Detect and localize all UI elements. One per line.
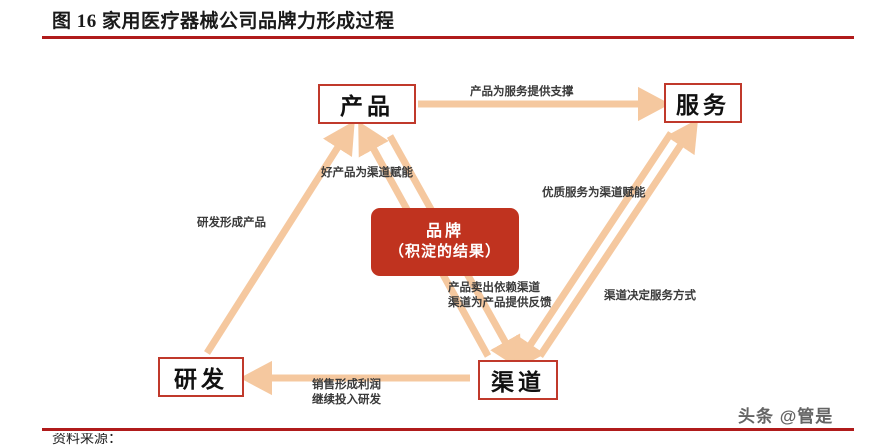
node-service[interactable]: 服务	[664, 83, 742, 123]
footer-source-text: 资料来源：	[52, 433, 122, 446]
node-channel-label: 渠道	[491, 370, 545, 395]
edge-label-channel-to-rd: 销售形成利润 继续投入研发	[312, 378, 381, 408]
node-product[interactable]: 产品	[318, 84, 416, 124]
edge-label-rd-to-product: 研发形成产品	[197, 217, 266, 229]
arrow-rd-to-product	[204, 120, 355, 355]
node-brand[interactable]: 品牌 （积淀的结果）	[371, 208, 519, 276]
arrow-channel-to-service	[537, 118, 699, 358]
edge-label-channel-to-service: 渠道决定服务方式	[604, 290, 696, 302]
edge-label-product-to-service: 产品为服务提供支撑	[470, 86, 574, 98]
node-channel[interactable]: 渠道	[478, 360, 558, 400]
footer-source-clipped: 资料来源：	[52, 433, 612, 446]
edge-label-channel-product-line2: 渠道为产品提供反馈	[448, 297, 552, 309]
edge-label-product-to-channel: 好产品为渠道赋能	[321, 167, 413, 179]
node-rd[interactable]: 研发	[158, 357, 244, 397]
edge-label-channel-to-rd-line1: 销售形成利润	[312, 379, 381, 391]
edge-label-service-to-channel: 优质服务为渠道赋能	[542, 187, 646, 199]
node-brand-subtitle: （积淀的结果）	[388, 243, 501, 260]
arrow-service-to-channel	[512, 131, 674, 372]
edge-label-channel-product-line1: 产品卖出依赖渠道	[448, 282, 540, 294]
node-service-label: 服务	[676, 93, 730, 118]
title-divider	[42, 36, 854, 39]
node-rd-label: 研发	[174, 367, 228, 392]
edge-label-channel-to-rd-line2: 继续投入研发	[312, 394, 381, 406]
node-product-label: 产品	[340, 94, 394, 119]
figure-title: 图 16 家用医疗器械公司品牌力形成过程	[52, 11, 395, 32]
footer-divider	[42, 428, 854, 431]
figure-header: 图 16 家用医疗器械公司品牌力形成过程	[0, 0, 888, 46]
node-brand-title: 品牌	[425, 222, 464, 240]
edge-label-channel-product-pair: 产品卖出依赖渠道 渠道为产品提供反馈	[448, 281, 552, 311]
watermark: 头条 @管是	[738, 407, 834, 426]
